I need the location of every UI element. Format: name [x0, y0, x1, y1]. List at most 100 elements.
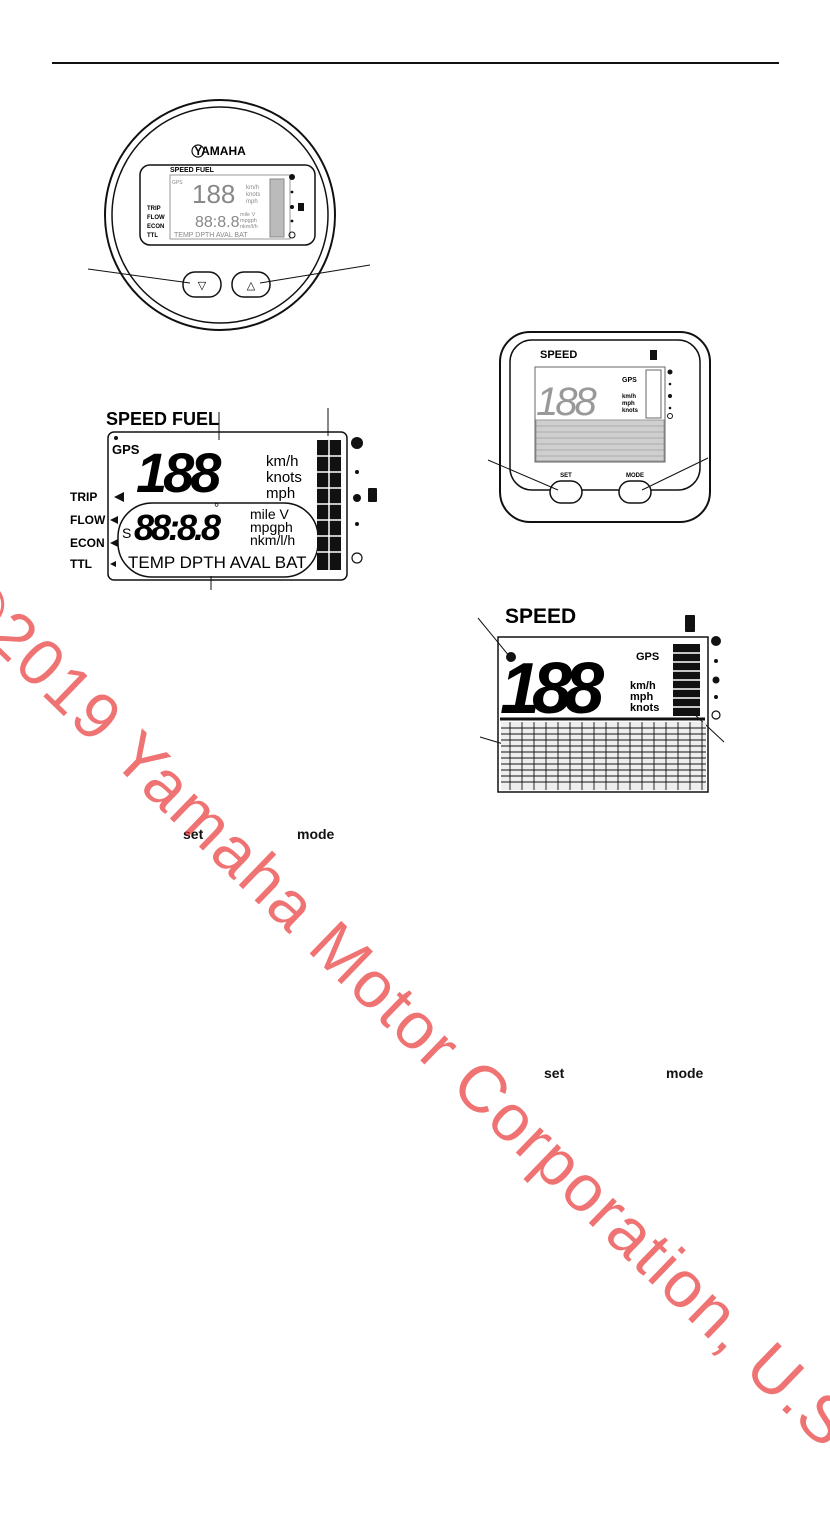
lcd-header: SPEED FUEL: [106, 409, 219, 429]
square-fuel-pump-icon: [650, 350, 657, 360]
round-up-button[interactable]: [231, 271, 271, 298]
round-side-econ: ECON: [147, 224, 164, 230]
round-unit-1: km/h: [246, 185, 259, 191]
lcd-unit-mile: mile V: [250, 506, 290, 522]
lcd-frame: [107, 431, 348, 581]
round-led-4: [290, 219, 294, 223]
lcd-unit-mpgph: mpgph: [250, 519, 293, 535]
round-lcd-frame: [139, 164, 316, 246]
lcd-digits-top: 188: [136, 441, 222, 504]
gps-dot: [114, 436, 118, 440]
lcd-bottom-row: TEMP DPTH AVAL BAT: [128, 553, 307, 572]
caption-mode-right: mode: [666, 1065, 704, 1081]
caption-set-right: set: [544, 1065, 565, 1081]
square-led-1: [667, 369, 673, 375]
trip-arrow-icon: [114, 492, 124, 502]
round-unit-6: nkm/l/h: [240, 224, 258, 230]
square-large-fuel-pump-icon: [685, 615, 695, 632]
square-set-button[interactable]: [549, 480, 583, 504]
square-large-dot: [506, 652, 516, 662]
round-side-ttl: TTL: [147, 233, 158, 239]
callout-line-down: [87, 268, 191, 284]
lcd-side-flow: FLOW: [70, 513, 106, 527]
yamaha-logo: YAMAHA: [194, 144, 246, 158]
square-mode-label: MODE: [626, 473, 644, 479]
lcd-gps-label: GPS: [112, 442, 140, 457]
tuning-fork-icon: [191, 144, 205, 158]
lcd-side-econ: ECON: [70, 536, 105, 550]
round-unit-3: mph: [246, 199, 258, 205]
lcd-side-trip: TRIP: [70, 490, 97, 504]
lcd-led-1: [351, 437, 363, 449]
lcd-led-4: [355, 522, 359, 526]
square-lcd-detail-figure: SPEED 188 GPS km/h mph knots: [477, 605, 725, 793]
callout-line-set: [487, 459, 559, 491]
lcd-degree: °: [214, 500, 219, 515]
ttl-arrow-icon: [110, 561, 116, 567]
square-dot-matrix: [535, 419, 665, 462]
square-led-3: [668, 394, 672, 398]
square-large-dot-matrix-grid: [501, 722, 706, 790]
lcd-unit-kmh: km/h: [266, 453, 299, 470]
callout-line-mode: [641, 457, 709, 491]
round-unit-2: knots: [246, 192, 260, 198]
lcd-unit-knots: knots: [266, 469, 302, 486]
lcd-fuel-pump-icon: [368, 488, 377, 502]
header-rule: [52, 62, 779, 64]
gauge-bezel-inner: [111, 106, 329, 324]
round-side-trip: TRIP: [147, 206, 161, 212]
square-mode-button[interactable]: [618, 480, 652, 504]
round-down-button[interactable]: [182, 271, 222, 298]
square-large-unit-1: km/h: [630, 680, 656, 692]
callout-line-bar-2: [691, 711, 725, 743]
round-bottom-row: TEMP DPTH AVAL BAT: [174, 232, 248, 239]
square-large-digits: 188: [500, 649, 604, 729]
square-large-header: SPEED: [505, 605, 576, 628]
square-header: SPEED: [540, 349, 577, 361]
square-gps: GPS: [622, 377, 637, 384]
square-large-unit-2: mph: [630, 691, 654, 703]
square-bezel-inner: [509, 339, 701, 491]
square-fuel-bar: [645, 369, 662, 419]
lcd-fuel-bar-segments: [317, 440, 341, 570]
round-unit-5: mpgph: [240, 218, 257, 224]
square-large-led-1: [711, 636, 721, 646]
square-gauge-figure: SPEED 188 GPS km/h mph knots SET MODE: [487, 331, 711, 523]
square-led-2: [668, 382, 672, 386]
down-arrow-icon: ▽: [198, 280, 207, 292]
lcd-unit-mph: mph: [266, 485, 295, 502]
square-large-led-3: [712, 676, 720, 684]
round-fuel-pump-icon: [298, 203, 304, 211]
square-large-led-2: [714, 659, 718, 663]
square-led-5: [667, 413, 673, 419]
lcd-detail-figure: SPEED FUEL GPS 188 km/h knots mph TRIP F…: [70, 408, 377, 590]
square-large-dot-matrix: [501, 722, 706, 790]
round-led-3: [290, 205, 294, 209]
lcd-led-5: [351, 552, 363, 564]
square-lcd-screen: [534, 366, 666, 463]
lcd-led-2: [355, 470, 359, 474]
square-large-fuel-bar-segments: [673, 652, 700, 708]
square-unit-2: mph: [622, 401, 635, 407]
round-side-flow: FLOW: [147, 215, 165, 221]
square-large-unit-3: knots: [630, 702, 659, 714]
round-led-5: [288, 231, 296, 239]
square-unit-1: km/h: [622, 394, 636, 400]
round-digits-bottom: 88:8.8: [195, 214, 240, 231]
gauge-bezel-outer: [104, 99, 336, 331]
square-large-lcd-frame: [497, 636, 709, 793]
lcd-side-ttl: TTL: [70, 557, 92, 571]
lcd-s-mark: S: [122, 525, 131, 541]
lcd-digits-bottom: 88:8.8: [134, 507, 221, 548]
square-digits: 188: [536, 380, 597, 424]
square-large-led-4: [714, 695, 718, 699]
up-arrow-icon: △: [247, 280, 256, 292]
round-digits-top: 188: [192, 179, 235, 209]
round-unit-4: mile V: [240, 212, 256, 218]
caption-mode-left: mode: [297, 826, 335, 842]
square-dot-matrix-grid: [536, 425, 664, 457]
flow-arrow-icon: [110, 516, 118, 524]
round-fuel-bar: [269, 178, 285, 238]
caption-set-left: set: [183, 826, 204, 842]
callout-line-up: [259, 264, 371, 284]
